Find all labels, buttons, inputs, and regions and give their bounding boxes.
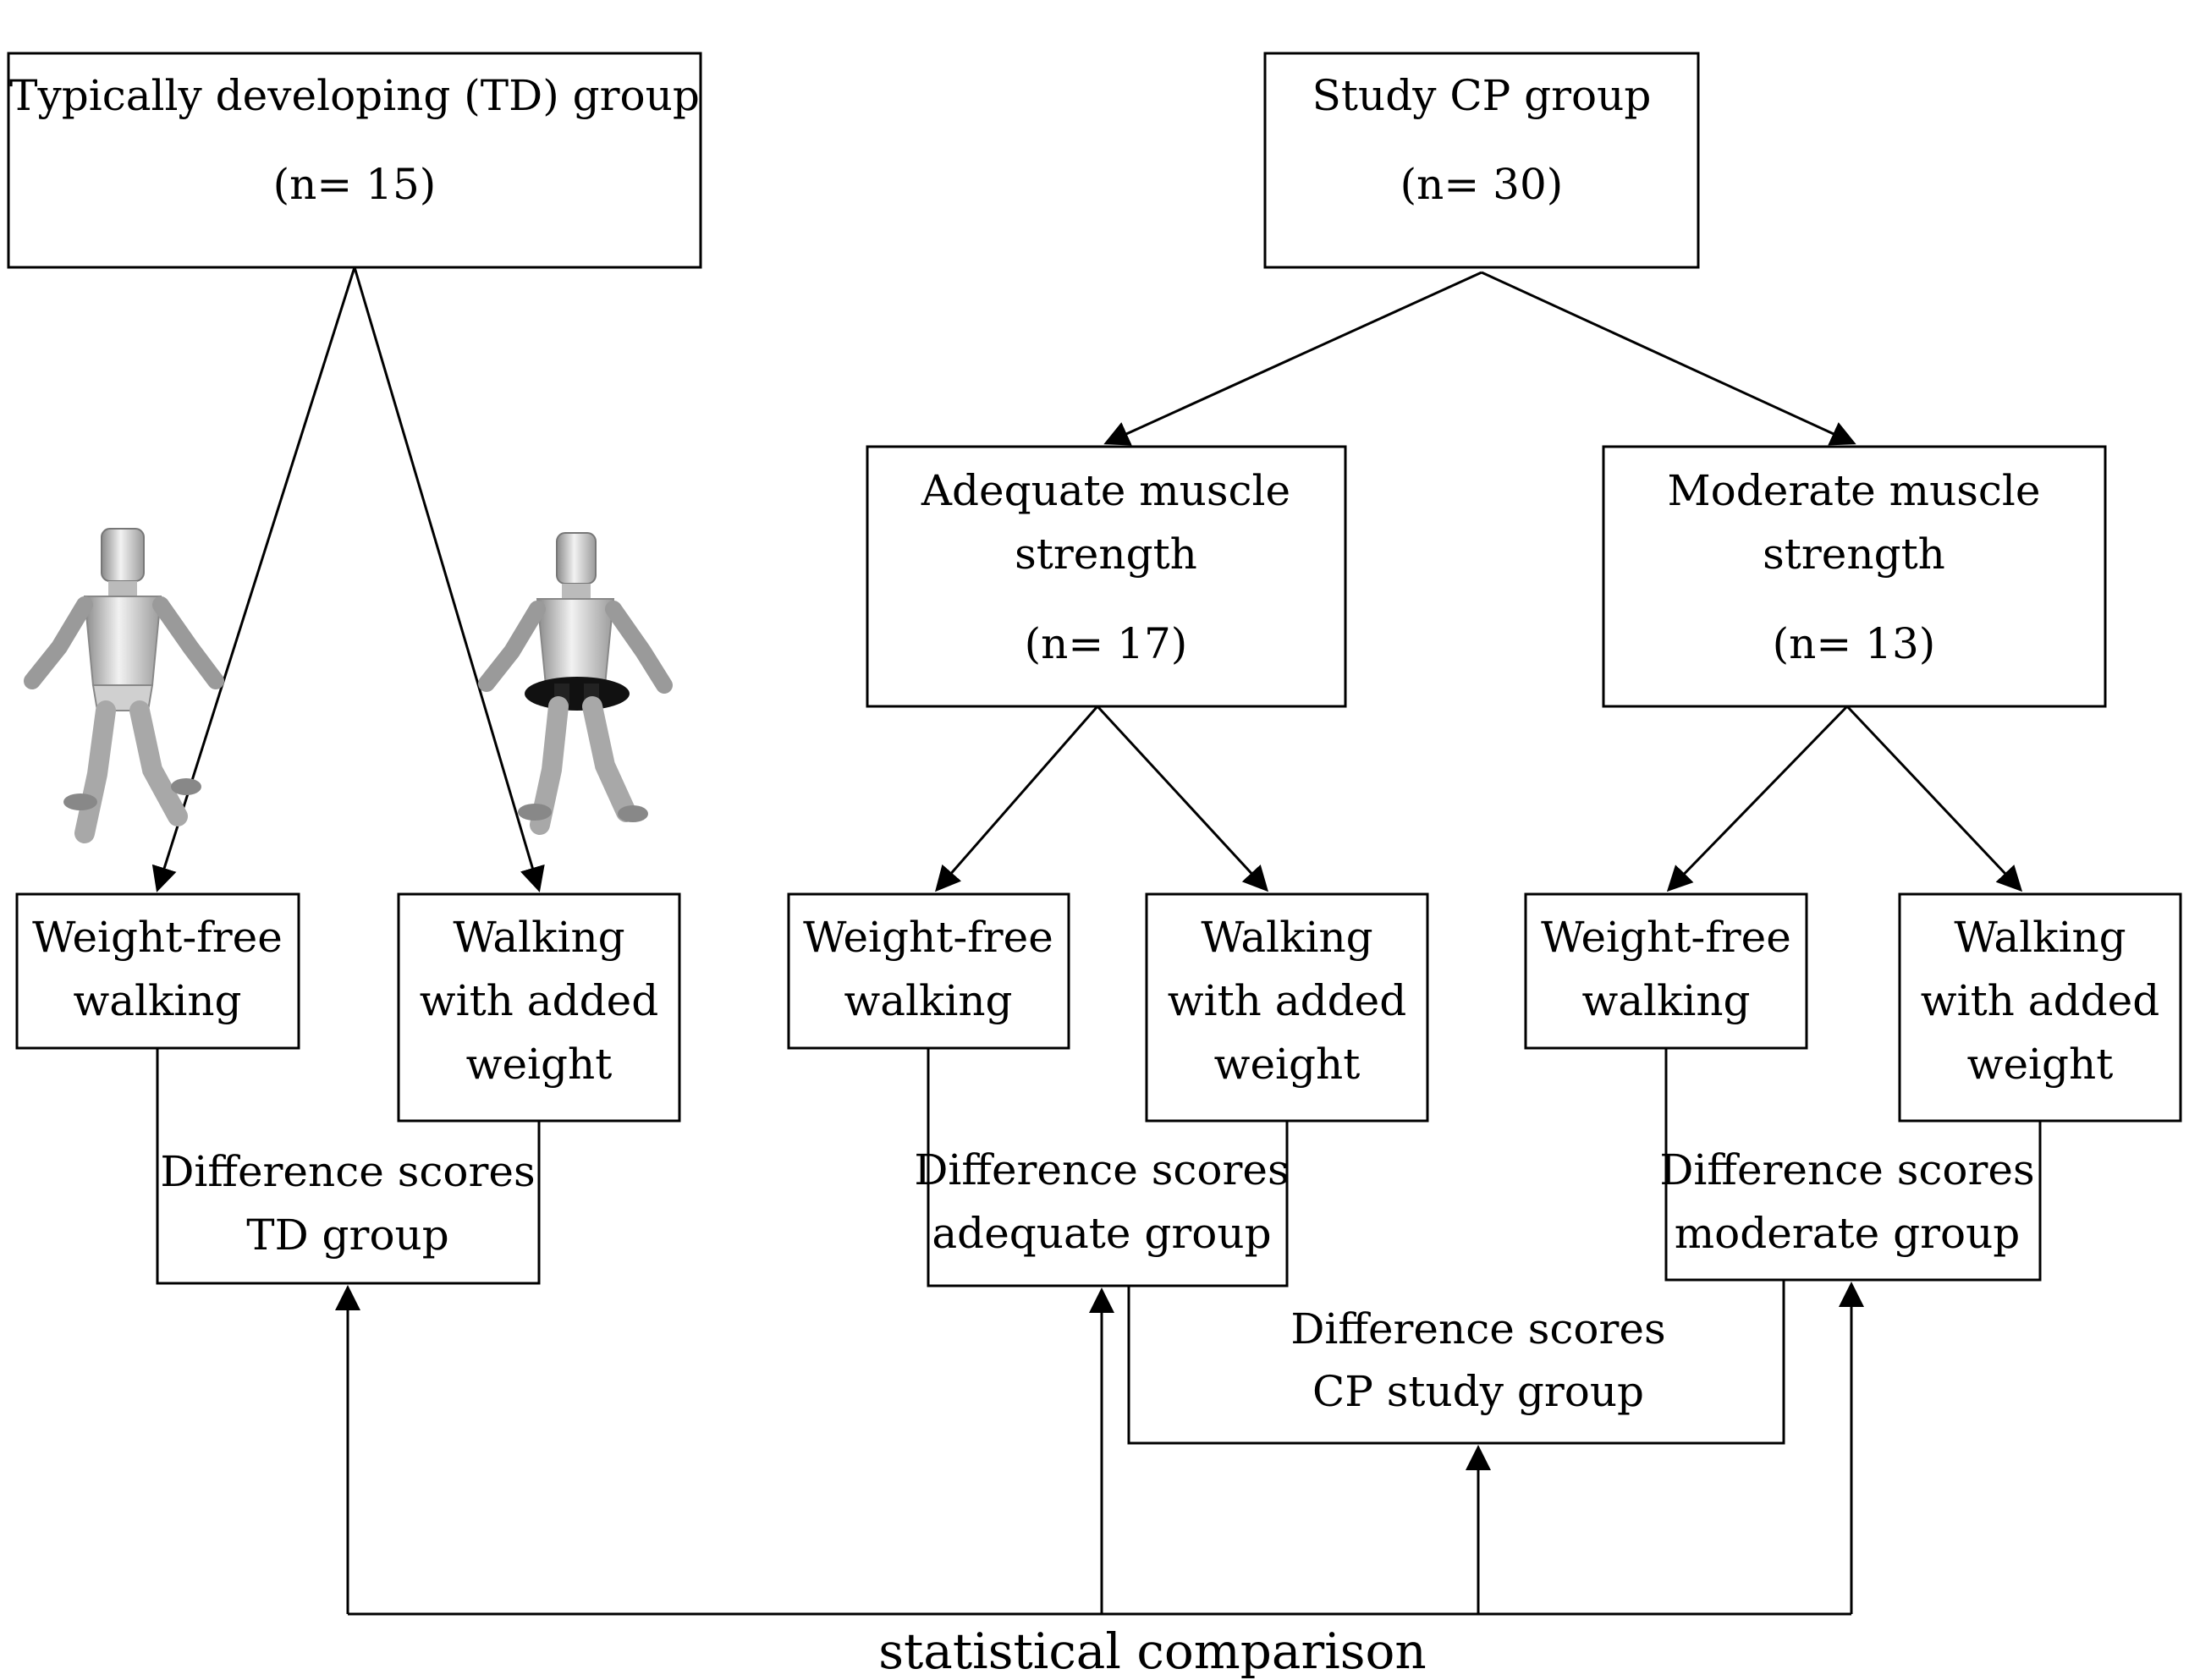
adequate-strength-box: Adequate muscle strength (n= 17) bbox=[866, 445, 1347, 708]
td-added-weight-line3: weight bbox=[466, 1040, 613, 1089]
moderate-added-weight-line2: with added bbox=[1921, 976, 2159, 1025]
diff-cp-line2: CP study group bbox=[1312, 1367, 1644, 1416]
moderate-added-weight-line1: Walking bbox=[1954, 913, 2126, 962]
adequate-added-weight-line1: Walking bbox=[1201, 913, 1372, 962]
moderate-strength-line2: strength bbox=[1763, 530, 1945, 579]
adequate-added-weight-line2: with added bbox=[1168, 976, 1406, 1025]
td-group-box: Typically developing (TD) group (n= 15) bbox=[7, 52, 702, 269]
td-weight-free-box: Weight-free walking bbox=[15, 892, 300, 1050]
diff-adequate-line1: Difference scores bbox=[914, 1145, 1289, 1194]
adequate-difference-bracket: Difference scores adequate group bbox=[914, 1048, 1290, 1287]
arrow-adequate-to-weight-free bbox=[935, 705, 1099, 892]
adequate-strength-line2: strength bbox=[1015, 530, 1197, 579]
td-difference-bracket: Difference scores TD group bbox=[156, 1048, 541, 1285]
statistical-comparison-connector: statistical comparison bbox=[335, 1282, 1864, 1680]
moderate-strength-box: Moderate muscle strength (n= 13) bbox=[1602, 445, 2107, 708]
moderate-weight-free-line1: Weight-free bbox=[1541, 913, 1791, 962]
arrow-td-to-added-weight bbox=[353, 266, 545, 892]
td-added-weight-box: Walking with added weight bbox=[397, 892, 681, 1123]
adequate-strength-n: (n= 17) bbox=[1025, 619, 1188, 668]
weight-belt-icon bbox=[525, 677, 630, 711]
walking-figure-icon bbox=[24, 528, 224, 843]
diff-moderate-line2: moderate group bbox=[1675, 1209, 2021, 1258]
moderate-strength-line1: Moderate muscle bbox=[1667, 466, 2040, 515]
arrow-cp-to-adequate bbox=[1103, 271, 1482, 446]
moderate-difference-bracket: Difference scores moderate group bbox=[1659, 1048, 2042, 1282]
td-group-title: Typically developing (TD) group bbox=[9, 71, 700, 120]
arrow-adequate-to-added-weight bbox=[1096, 705, 1269, 892]
diff-cp-line1: Difference scores bbox=[1290, 1304, 1665, 1353]
td-added-weight-line2: with added bbox=[420, 976, 658, 1025]
statistical-comparison-label: statistical comparison bbox=[878, 1622, 1427, 1680]
moderate-weight-free-line2: walking bbox=[1581, 976, 1750, 1025]
cp-group-title: Study CP group bbox=[1312, 71, 1652, 120]
adequate-weight-free-line2: walking bbox=[844, 976, 1012, 1025]
adequate-added-weight-box: Walking with added weight bbox=[1145, 892, 1429, 1123]
adequate-weight-free-line1: Weight-free bbox=[803, 913, 1053, 962]
diff-adequate-line2: adequate group bbox=[932, 1209, 1271, 1258]
td-weight-free-line1: Weight-free bbox=[32, 913, 283, 962]
arrow-moderate-to-added-weight bbox=[1845, 705, 2023, 892]
arrow-moderate-to-weight-free bbox=[1666, 705, 1849, 892]
moderate-weight-free-box: Weight-free walking bbox=[1524, 892, 1808, 1050]
td-weight-free-line2: walking bbox=[73, 976, 241, 1025]
adequate-weight-free-box: Weight-free walking bbox=[787, 892, 1070, 1050]
moderate-strength-n: (n= 13) bbox=[1773, 619, 1936, 668]
moderate-added-weight-line3: weight bbox=[1967, 1040, 2114, 1089]
diff-moderate-line1: Difference scores bbox=[1659, 1145, 2034, 1194]
arrow-td-to-weight-free bbox=[151, 266, 356, 892]
walking-figure-with-weight-icon bbox=[478, 532, 673, 835]
moderate-added-weight-box: Walking with added weight bbox=[1898, 892, 2182, 1123]
td-group-n: (n= 15) bbox=[273, 160, 437, 209]
adequate-added-weight-line3: weight bbox=[1214, 1040, 1361, 1089]
td-added-weight-line1: Walking bbox=[453, 913, 624, 962]
cp-group-n: (n= 30) bbox=[1400, 160, 1564, 209]
adequate-strength-line1: Adequate muscle bbox=[921, 466, 1290, 515]
diff-td-line2: TD group bbox=[246, 1211, 449, 1260]
cp-group-box: Study CP group (n= 30) bbox=[1263, 52, 1700, 269]
arrow-cp-to-moderate bbox=[1481, 271, 1856, 446]
diff-td-line1: Difference scores bbox=[160, 1147, 535, 1196]
cp-difference-bracket: Difference scores CP study group bbox=[1127, 1280, 1785, 1445]
